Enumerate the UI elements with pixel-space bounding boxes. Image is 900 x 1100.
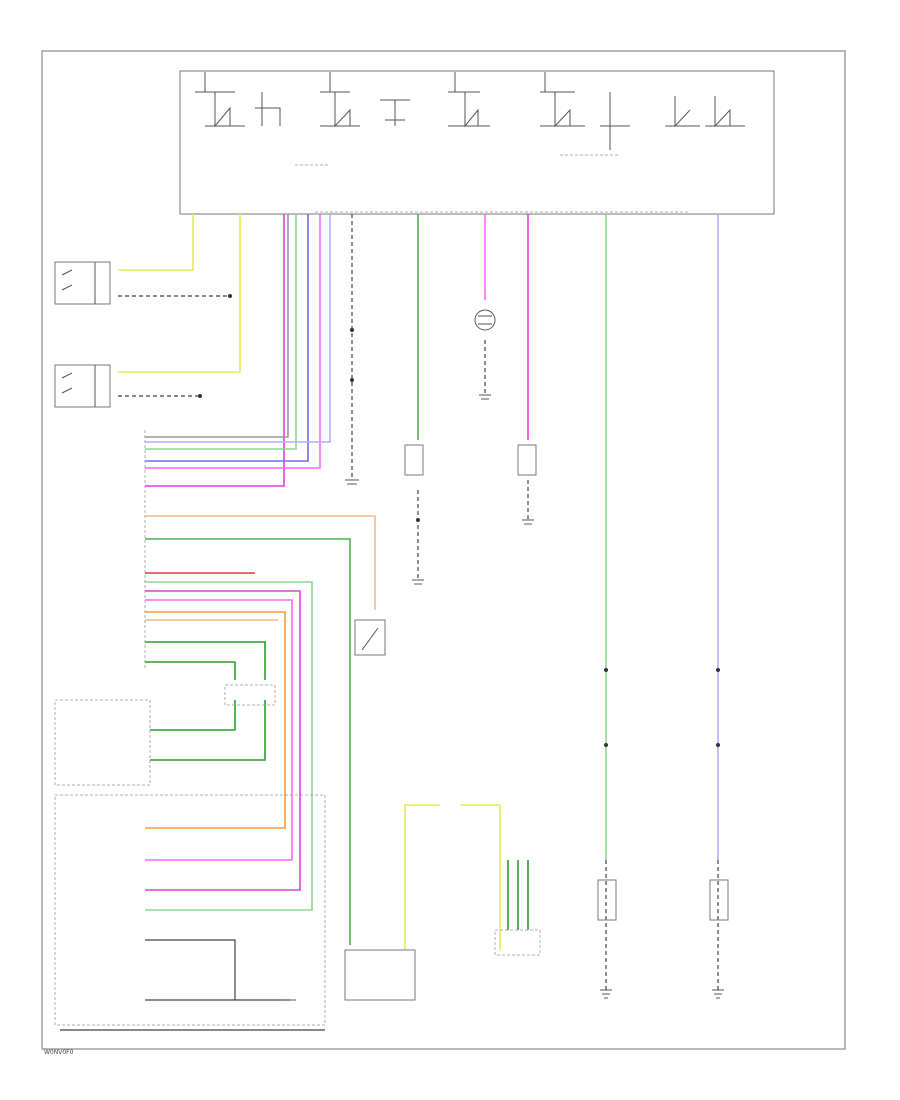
wire-harness-5 (145, 214, 321, 469)
bottom-module (344, 949, 416, 1001)
wire-dgreen-bottom (507, 860, 529, 930)
wire-orange-2 (145, 611, 286, 829)
left-switch-2 (54, 364, 111, 408)
wire-harness-6 (145, 214, 331, 443)
mid-left-relay (224, 684, 276, 706)
wire-yellow-bottom (404, 804, 440, 950)
wire-dgreen-1 (145, 641, 266, 680)
wire-yellow-bottom-2 (460, 804, 501, 950)
wire-harness-4 (145, 214, 309, 462)
wire-harness-1 (145, 214, 285, 487)
diagram-frame (41, 50, 846, 1050)
wire-green-3 (145, 581, 313, 911)
left-switch-1 (54, 261, 111, 305)
center-switch (354, 619, 386, 656)
wire-dgreen-3 (150, 700, 236, 731)
wire-pink-2 (145, 599, 293, 861)
wire-dgreen-2 (145, 661, 236, 680)
wire-green-2 (145, 538, 351, 945)
wire-orange-1 (145, 515, 376, 610)
center-connector-2 (517, 444, 537, 476)
wire-magenta-2 (145, 590, 301, 891)
wire-yellow-switch-1 (118, 214, 194, 271)
ground-symbols (284, 394, 724, 1001)
wire-dgreen-4 (150, 700, 266, 761)
wire-harness-3 (145, 214, 297, 450)
right-connector-2 (709, 879, 729, 921)
footer-code: W0NV0F0 (44, 1049, 74, 1056)
module-internal-relays (195, 72, 745, 166)
wire-black-lower-1 (145, 939, 236, 1000)
body-control-module (179, 70, 775, 215)
junction-dots (198, 294, 720, 747)
instrument-panel-cluster (54, 794, 326, 1026)
bottom-connector (494, 929, 541, 956)
wire-yellow-switch-2 (118, 214, 241, 373)
left-module-box-1 (54, 699, 151, 786)
center-bulb (474, 309, 496, 331)
center-connector-1 (404, 444, 424, 476)
right-connector-1 (597, 879, 617, 921)
wire-harness-2 (145, 214, 289, 438)
